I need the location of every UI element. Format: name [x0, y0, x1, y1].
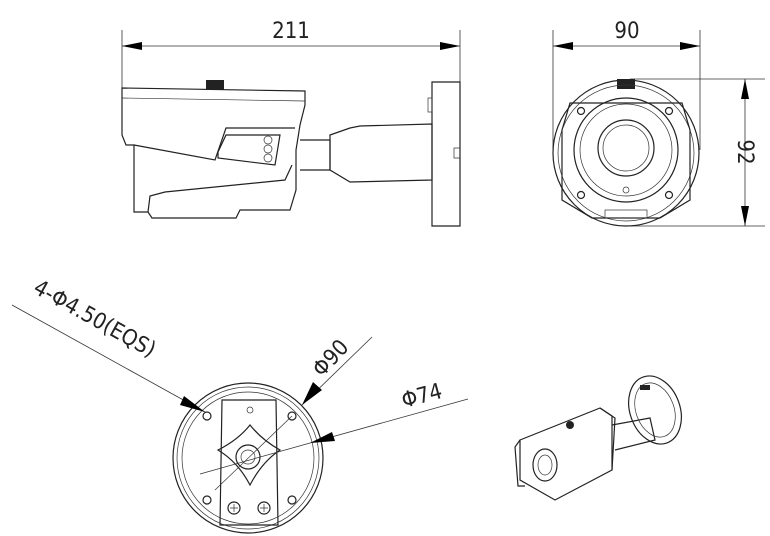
- perspective-view: [514, 375, 682, 501]
- front-view: 90 92: [552, 19, 765, 227]
- height-dimension: 92: [630, 78, 765, 227]
- width-label: 90: [614, 19, 639, 44]
- length-dimension: 211: [121, 19, 461, 92]
- side-view: 211: [121, 19, 461, 227]
- width-dimension: 90: [552, 19, 701, 150]
- hole-circle-label: Φ74: [399, 379, 445, 414]
- camera-side-body: [121, 80, 461, 227]
- outer-diameter-label: Φ90: [308, 335, 354, 382]
- length-label: 211: [272, 19, 310, 44]
- hole-circle-leader: Φ74: [309, 379, 469, 444]
- outer-diameter-leader: Φ90: [301, 335, 373, 406]
- base-plate: [172, 382, 324, 534]
- hole-leader: 4-Φ4.50(EQS): [11, 275, 206, 413]
- height-label: 92: [732, 139, 757, 164]
- hole-label: 4-Φ4.50(EQS): [29, 275, 160, 363]
- camera-front-body: [552, 79, 700, 227]
- base-view: 4-Φ4.50(EQS) Φ90 Φ74: [11, 275, 469, 534]
